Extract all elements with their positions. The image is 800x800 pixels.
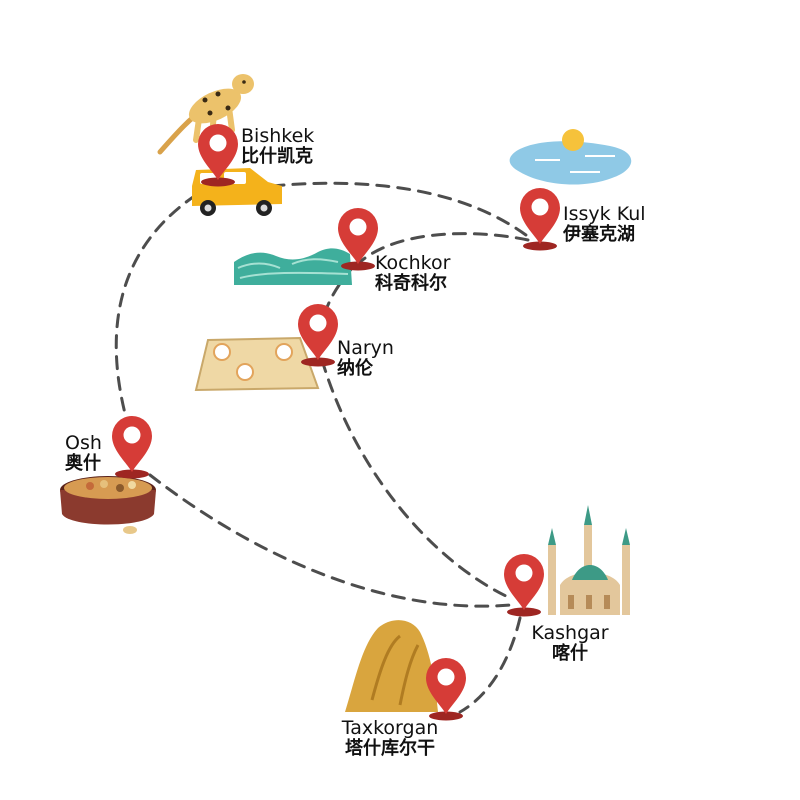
label-kashgar-zh: 喀什	[552, 643, 588, 665]
label-naryn: Naryn 纳伦	[337, 337, 394, 380]
label-kochkor: Kochkor 科奇科尔	[375, 252, 451, 295]
route-osh-kashgar	[148, 473, 512, 608]
car-icon	[192, 168, 282, 216]
label-bishkek-en: Bishkek	[241, 125, 315, 147]
nut-bowl-icon	[60, 476, 156, 534]
waves-icon	[234, 248, 352, 285]
label-issyk-kul: Issyk Kul 伊塞克湖	[563, 203, 646, 246]
pin-kashgar[interactable]	[504, 554, 544, 617]
label-bishkek-zh: 比什凯克	[241, 146, 313, 168]
pin-issyk-kul[interactable]	[520, 188, 560, 251]
pin-osh[interactable]	[112, 416, 152, 479]
label-naryn-zh: 纳伦	[337, 358, 373, 380]
label-naryn-en: Naryn	[337, 337, 394, 359]
label-kashgar-en: Kashgar	[531, 622, 609, 644]
label-issyk-kul-en: Issyk Kul	[563, 203, 646, 225]
route-bishkek-osh	[114, 193, 198, 427]
label-issyk-kul-zh: 伊塞克湖	[563, 224, 635, 246]
mosque-icon	[548, 505, 630, 615]
label-osh: Osh 奥什	[65, 432, 102, 475]
label-osh-zh: 奥什	[65, 453, 101, 475]
label-taxkorgan: Taxkorgan 塔什库尔干	[330, 717, 450, 760]
route-naryn-kashgar	[320, 358, 512, 600]
label-kochkor-en: Kochkor	[375, 252, 451, 274]
route-bishkek-issykkul	[270, 181, 532, 240]
rock-mountain-icon	[345, 620, 438, 712]
route-issykkul-kochkor	[358, 232, 530, 264]
label-kashgar: Kashgar 喀什	[520, 622, 620, 665]
label-taxkorgan-zh: 塔什库尔干	[345, 738, 435, 760]
label-kochkor-zh: 科奇科尔	[375, 273, 447, 295]
label-taxkorgan-en: Taxkorgan	[341, 717, 439, 739]
lake-icon	[509, 129, 632, 185]
label-osh-en: Osh	[65, 432, 102, 454]
route-lines	[114, 181, 532, 714]
label-bishkek: Bishkek 比什凯克	[241, 125, 315, 168]
route-kashgar-taxkorgan	[458, 616, 522, 714]
felt-rug-icon	[194, 336, 320, 392]
